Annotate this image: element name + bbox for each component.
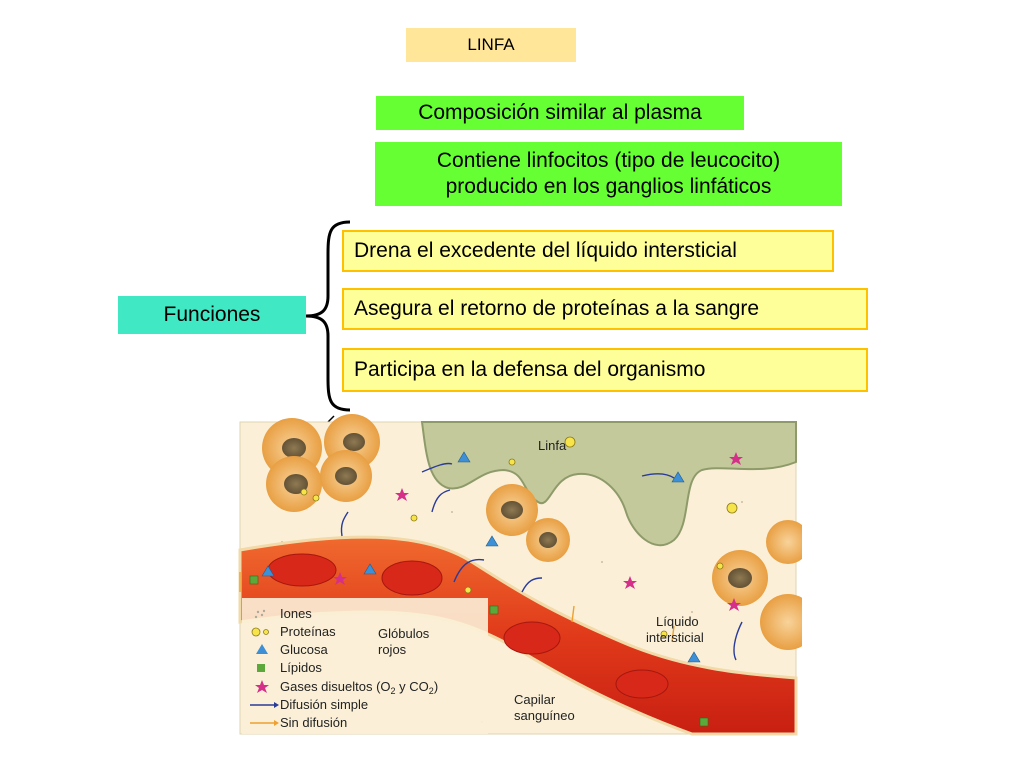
legend-gases: Gases disueltos (O2 y CO2) (280, 679, 438, 696)
title-text: LINFA (467, 35, 515, 54)
protein-icon (251, 627, 261, 637)
gas-icon (255, 680, 269, 693)
capillary-label-1: Capilar (514, 692, 556, 707)
lymphocytes-box: Contiene linfocitos (tipo de leucocito) … (373, 140, 844, 208)
lymph-label: Linfa (538, 438, 567, 453)
lymphocytes-line-1: Contiene linfocitos (tipo de leucocito) (436, 149, 781, 172)
function-text: Drena el excedente del líquido interstic… (354, 239, 737, 262)
legend-lipids: Lípidos (280, 660, 322, 675)
legend-glucose: Glucosa (280, 642, 328, 657)
capillary-label-2: sanguíneo (514, 708, 575, 723)
lymphocytes-line-2: producido en los ganglios linfáticos (445, 175, 772, 198)
function-text: Participa en la defensa del organismo (354, 358, 706, 381)
interstitial-label-1: Líquido (656, 614, 699, 629)
lipid-icon (257, 664, 265, 672)
legend-simple-diffusion: Difusión simple (280, 697, 368, 712)
composition-box: Composición similar al plasma (374, 94, 746, 132)
functions-label: Funciones (163, 303, 261, 326)
page-title: LINFA (406, 28, 576, 62)
composition-text: Composición similar al plasma (418, 101, 702, 124)
function-item-defense: Participa en la defensa del organismo (342, 348, 868, 392)
legend-no-diffusion: Sin difusión (280, 715, 347, 730)
interstitial-label-2: intersticial (646, 630, 704, 645)
legend: Iones Proteínas Glucosa Lípidos Gases di… (250, 606, 438, 730)
legend-proteins: Proteínas (280, 624, 336, 639)
glucose-icon (256, 644, 268, 654)
function-item-protein-return: Asegura el retorno de proteínas a la san… (342, 288, 868, 330)
red-cells-label-1: Glóbulos (378, 626, 430, 641)
function-text: Asegura el retorno de proteínas a la san… (354, 297, 760, 320)
lymph-vessel (420, 421, 797, 547)
legend-ions: Iones (280, 606, 312, 621)
function-item-drain: Drena el excedente del líquido interstic… (342, 230, 834, 272)
functions-label-box: Funciones (118, 296, 306, 334)
lymph-illustration: Linfa Glóbulos rojos Líquido intersticia… (238, 414, 802, 736)
curly-brace (305, 220, 351, 412)
red-cells-label-2: rojos (378, 642, 407, 657)
